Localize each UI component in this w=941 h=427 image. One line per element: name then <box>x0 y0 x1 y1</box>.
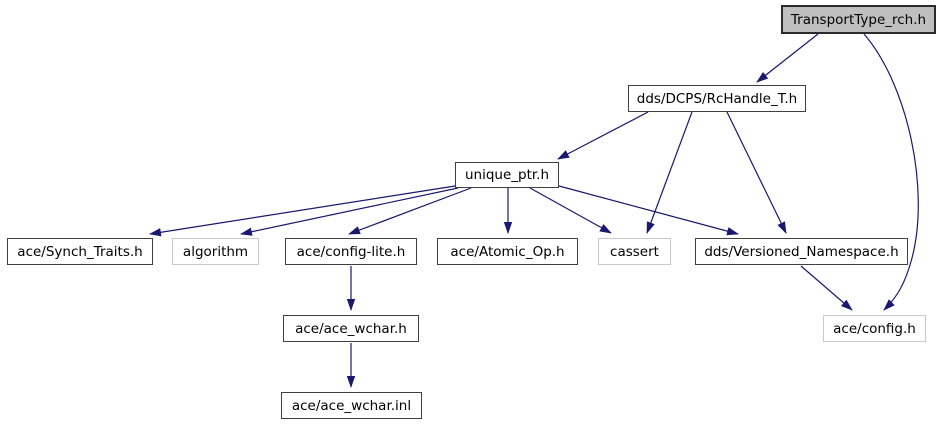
node-ace-config-h: ace/config.h <box>823 315 926 342</box>
edge-versioned-to-config <box>800 265 853 311</box>
edge-unique-to-versioned <box>558 185 739 236</box>
edge-root-to-config <box>863 33 919 311</box>
edge-rchandle-to-unique <box>557 111 649 160</box>
node-ace-atomic-op-h[interactable]: ace/Atomic_Op.h <box>437 238 578 265</box>
node-algorithm: algorithm <box>172 238 259 265</box>
node-dds-versioned-namespace-h[interactable]: dds/Versioned_Namespace.h <box>695 238 908 265</box>
edge-rchandle-to-versioned <box>726 111 787 234</box>
node-transporttype-rch-h: TransportType_rch.h <box>781 5 936 34</box>
node-ace-ace-wchar-inl[interactable]: ace/ace_wchar.inl <box>281 392 422 419</box>
edge-unique-to-configlite <box>348 187 472 235</box>
node-ace-synch-traits-h[interactable]: ace/Synch_Traits.h <box>7 238 153 265</box>
node-unique-ptr-h[interactable]: unique_ptr.h <box>455 162 559 188</box>
node-ace-ace-wchar-h[interactable]: ace/ace_wchar.h <box>283 315 419 342</box>
node-cassert: cassert <box>598 238 671 265</box>
node-dds-dcps-rchandle-t-h[interactable]: dds/DCPS/RcHandle_T.h <box>628 85 806 112</box>
edge-rchandle-to-cassert <box>646 111 693 234</box>
node-ace-config-lite-h[interactable]: ace/config-lite.h <box>285 238 417 265</box>
edge-unique-to-cassert <box>529 187 612 234</box>
edge-unique-to-algorithm <box>240 187 459 236</box>
edge-root-to-rchandle <box>756 33 819 83</box>
edge-unique-to-synch <box>149 185 456 237</box>
